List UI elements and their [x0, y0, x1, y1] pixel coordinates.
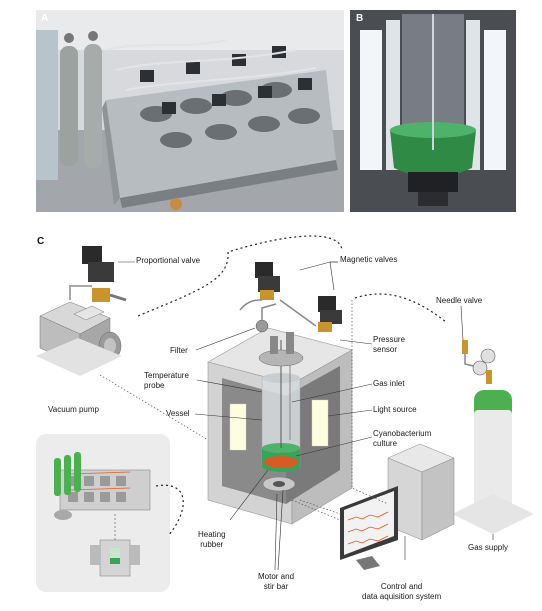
control-system-illustration	[340, 444, 454, 570]
label-pressure-sensor: Pressure sensor	[373, 335, 405, 354]
magnetic-valves-illustration	[240, 262, 342, 332]
proportional-valve-illustration	[70, 246, 126, 302]
label-vacuum-pump: Vacuum pump	[48, 405, 99, 415]
label-temperature-probe: Temperature probe	[144, 371, 189, 390]
label-motor-and-stir-bar: Motor and stir bar	[258, 572, 294, 591]
label-filter: Filter	[170, 346, 188, 356]
label-control-system: Control and data aquisition system	[362, 582, 441, 601]
label-heating-rubber: Heating rubber	[198, 530, 226, 549]
label-gas-supply: Gas supply	[468, 543, 508, 553]
label-light-source: Light source	[373, 405, 417, 415]
label-cyanobacterium-culture: Cyanobacterium culture	[373, 429, 431, 448]
label-needle-valve: Needle valve	[436, 296, 482, 306]
label-gas-inlet: Gas inlet	[373, 379, 405, 389]
label-proportional-valve: Proportional valve	[136, 256, 200, 266]
label-magnetic-valves: Magnetic valves	[340, 255, 397, 265]
label-vessel: Vessel	[166, 409, 190, 419]
vacuum-pump-illustration	[36, 302, 122, 376]
gas-cylinder-illustration	[452, 340, 534, 534]
